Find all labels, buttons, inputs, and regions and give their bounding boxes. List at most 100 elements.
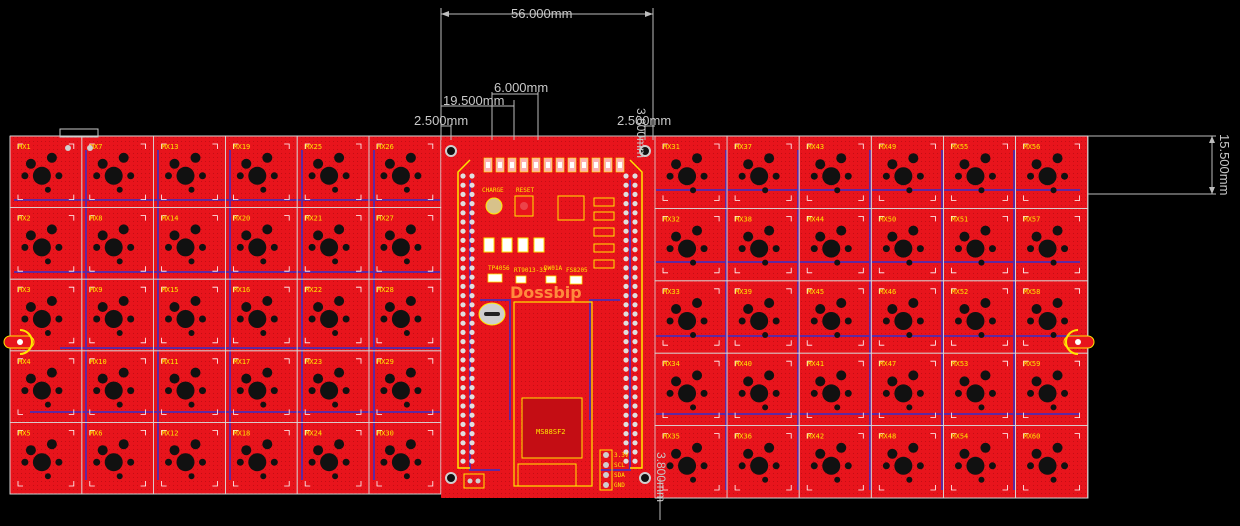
key-switch: MX60 xyxy=(1015,425,1088,499)
switch-center-hole xyxy=(248,166,267,185)
switch-side-hole xyxy=(844,389,852,397)
switch-pin-hole xyxy=(169,373,180,384)
key-footprint-corners xyxy=(89,143,146,200)
key-footprint-corners xyxy=(17,358,75,415)
key-footprint-corners xyxy=(878,216,936,274)
key-cell-border xyxy=(368,421,442,495)
switch-pin-hole xyxy=(908,153,919,164)
key-label: MX28 xyxy=(377,286,394,294)
key-footprint-corners xyxy=(89,430,146,487)
header-pin xyxy=(469,237,475,243)
switch-side-hole xyxy=(165,172,172,180)
header-pin xyxy=(460,440,466,446)
diode-pad xyxy=(260,258,267,265)
switch-pin-hole xyxy=(743,231,754,242)
switch-side-hole xyxy=(380,243,388,251)
switch-center-hole xyxy=(750,239,769,258)
battery-connector xyxy=(557,195,585,221)
key-switch: MX52 xyxy=(943,280,1016,354)
switch-pin-hole xyxy=(743,304,754,314)
switch-side-hole xyxy=(954,245,962,253)
header-pin xyxy=(460,201,466,207)
key-label: MX5 xyxy=(18,429,31,437)
header-pin xyxy=(623,219,629,225)
key-label: MX45 xyxy=(807,288,824,296)
switch-center-hole xyxy=(894,312,913,330)
diode-pad xyxy=(1050,476,1057,483)
switch-side-hole xyxy=(772,462,780,470)
switch-pin-hole xyxy=(334,439,345,450)
switch-pin-hole xyxy=(118,296,129,306)
top-header-pads xyxy=(483,157,625,173)
switch-pin-hole xyxy=(46,296,57,306)
diode-pad xyxy=(978,187,985,194)
key-label: MX25 xyxy=(305,143,322,151)
header-pin xyxy=(460,219,466,225)
switch-pin-hole xyxy=(908,298,919,308)
reset-button[interactable] xyxy=(514,195,534,217)
header-pin xyxy=(632,421,638,427)
switch-side-hole xyxy=(93,172,101,180)
key-label: MX43 xyxy=(807,143,824,151)
key-label: MX34 xyxy=(663,360,680,368)
reset-button-icon xyxy=(520,202,528,210)
switch-pin-hole xyxy=(959,304,970,314)
key-label: MX26 xyxy=(377,143,394,151)
switch-side-hole xyxy=(55,172,63,180)
switch-side-hole xyxy=(55,387,63,395)
header-pin xyxy=(469,339,475,345)
switch-side-hole xyxy=(21,387,29,395)
switch-side-hole xyxy=(700,245,708,253)
switch-pin-hole xyxy=(118,367,129,378)
switch-side-hole xyxy=(1061,245,1069,253)
switch-pin-hole xyxy=(313,158,324,169)
switch-side-hole xyxy=(93,243,101,251)
key-footprint-corners xyxy=(233,286,290,344)
switch-side-hole xyxy=(236,387,244,395)
switch-pin-hole xyxy=(743,448,754,459)
i2c-pin-header: 3.3V SCL SDA GND xyxy=(599,449,629,491)
switch-pin-hole xyxy=(908,225,919,236)
switch-side-hole xyxy=(666,317,674,325)
header-pin xyxy=(623,228,629,234)
switch-side-hole xyxy=(844,317,852,325)
switch-center-hole xyxy=(750,312,769,330)
header-pin xyxy=(632,201,638,207)
dim-right-edge: 2.500mm xyxy=(617,113,671,128)
switch-center-hole xyxy=(894,384,913,403)
header-pin xyxy=(623,412,629,418)
switch-pin-hole xyxy=(980,442,991,453)
switch-pin-hole xyxy=(25,158,36,169)
switch-side-hole xyxy=(55,243,63,251)
switch-center-hole xyxy=(176,310,195,328)
switch-pin-hole xyxy=(836,442,847,453)
switch-side-hole xyxy=(844,172,852,180)
switch-side-hole xyxy=(1027,172,1035,180)
header-pin xyxy=(632,394,638,400)
header-pin xyxy=(623,256,629,262)
switch-pin-hole xyxy=(908,370,919,381)
switch-side-hole xyxy=(844,462,852,470)
switch-pin-hole xyxy=(671,448,682,459)
switch-pin-hole xyxy=(887,231,898,242)
switch-pin-hole xyxy=(764,442,775,453)
switch-center-hole xyxy=(32,166,51,185)
header-pin xyxy=(632,182,638,188)
header-pin xyxy=(469,403,475,409)
key-switch: MX47 xyxy=(870,352,944,427)
diode-pad xyxy=(260,473,267,480)
key-footprint-corners xyxy=(1023,216,1080,274)
header-pin xyxy=(632,458,638,464)
header-pin xyxy=(469,228,475,234)
header-pin xyxy=(623,458,629,464)
switch-pin-hole xyxy=(97,230,108,241)
switch-center-hole xyxy=(822,456,841,475)
key-switch: MX21 xyxy=(296,207,370,280)
header-pin xyxy=(460,228,466,234)
header-pin xyxy=(460,274,466,280)
switch-side-hole xyxy=(270,458,278,466)
switch-side-hole xyxy=(199,387,206,395)
diode-pad xyxy=(116,473,123,480)
header-pin xyxy=(623,394,629,400)
header-pin xyxy=(632,265,638,271)
